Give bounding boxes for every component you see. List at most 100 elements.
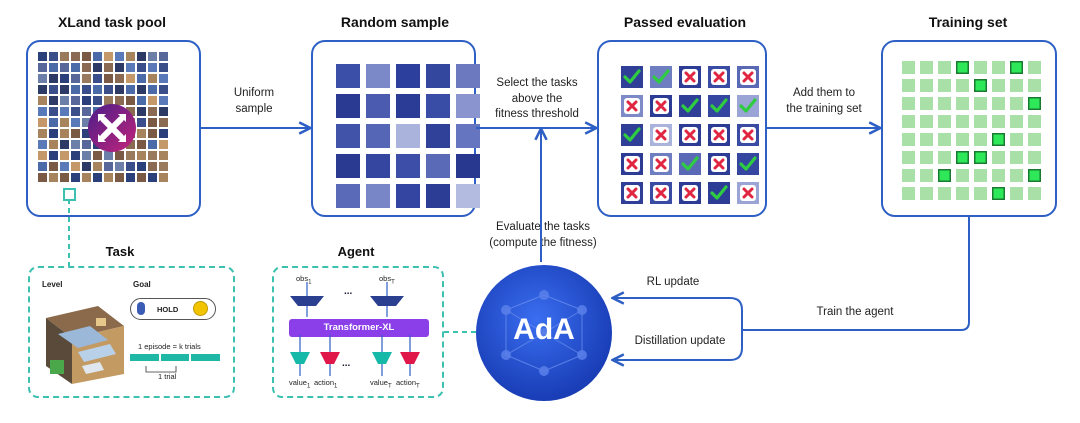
sample-task-cell (396, 184, 420, 208)
training-task-cell (992, 79, 1005, 92)
pool-task-cell (148, 118, 157, 127)
sample-task-cell (426, 64, 450, 88)
pool-task-cell (159, 118, 168, 127)
pool-task-cell (137, 107, 146, 116)
training-task-cell (974, 133, 987, 146)
evaluated-task-cell (679, 182, 701, 204)
task-pool-card (26, 40, 201, 217)
pool-task-cell (38, 162, 47, 171)
rl-update-label: RL update (646, 276, 700, 288)
pool-task-cell (126, 173, 135, 182)
pool-task-cell (82, 151, 91, 160)
training-task-cell (902, 187, 915, 200)
evaluated-task-cell (679, 153, 701, 175)
sample-task-cell (396, 64, 420, 88)
check-icon (650, 66, 672, 93)
sample-task-cell (426, 124, 450, 148)
evaluated-task-cell (679, 124, 701, 146)
pool-task-cell (38, 107, 47, 116)
training-task-cell (992, 151, 1005, 164)
pool-task-cell (93, 162, 102, 171)
added-task-cell (938, 169, 951, 182)
training-task-cell (920, 61, 933, 74)
added-task-cell (992, 187, 1005, 200)
evaluated-task-cell (650, 124, 672, 146)
pool-task-cell (71, 52, 80, 61)
evaluated-task-cell (679, 95, 701, 117)
cross-icon (711, 69, 727, 85)
pool-task-cell (60, 129, 69, 138)
pool-task-cell (115, 96, 124, 105)
pool-task-cell (148, 173, 157, 182)
pool-task-cell (82, 129, 91, 138)
pool-task-cell (60, 63, 69, 72)
added-task-cell (956, 151, 969, 164)
pool-task-cell (126, 96, 135, 105)
rl-update-loop (614, 298, 743, 330)
sample-task-cell (426, 154, 450, 178)
cross-icon (740, 127, 756, 143)
pool-task-cell (148, 151, 157, 160)
cross-icon (653, 127, 669, 143)
training-task-cell (974, 61, 987, 74)
pool-task-cell (148, 96, 157, 105)
cross-icon (682, 185, 698, 201)
pool-task-cell (71, 151, 80, 160)
training-task-cell (956, 79, 969, 92)
training-task-cell (920, 133, 933, 146)
goal-label: Goal (133, 280, 151, 289)
pool-task-cell (148, 63, 157, 72)
cross-icon (682, 69, 698, 85)
training-task-cell (1028, 187, 1041, 200)
agent-title: Agent (337, 244, 375, 259)
pool-task-cell (49, 96, 58, 105)
cross-icon (740, 185, 756, 201)
cross-icon (653, 156, 669, 172)
sample-task-cell (456, 64, 480, 88)
pool-task-cell (104, 151, 113, 160)
training-task-cell (974, 97, 987, 110)
sample-task-cell (366, 64, 390, 88)
pool-task-cell (137, 162, 146, 171)
training-task-cell (956, 97, 969, 110)
pool-task-cell (126, 162, 135, 171)
evaluated-task-cell (737, 153, 759, 175)
pool-task-cell (71, 96, 80, 105)
pool-task-cell (71, 118, 80, 127)
training-task-cell (902, 97, 915, 110)
pool-task-cell (104, 96, 113, 105)
training-task-cell (992, 61, 1005, 74)
training-task-cell (956, 169, 969, 182)
evaluate-tasks-label: Evaluate the tasks(compute the fitness) (489, 221, 597, 249)
sample-task-cell (336, 154, 360, 178)
pool-task-cell (115, 63, 124, 72)
training-task-cell (1028, 79, 1041, 92)
check-icon (679, 153, 701, 180)
pool-task-cell (60, 173, 69, 182)
goal-pill: HOLD (130, 298, 216, 320)
pool-task-cell (126, 151, 135, 160)
evaluated-task-cell (621, 95, 643, 117)
training-task-cell (1028, 115, 1041, 128)
training-task-cell (992, 97, 1005, 110)
pool-task-cell (137, 74, 146, 83)
pool-task-cell (93, 52, 102, 61)
evaluated-task-cell (708, 153, 730, 175)
pool-task-cell (71, 85, 80, 94)
training-task-cell (974, 187, 987, 200)
pool-task-cell (148, 107, 157, 116)
cross-icon (653, 185, 669, 201)
pool-task-cell (38, 140, 47, 149)
obs1-label: obs1 (296, 274, 312, 286)
pool-task-cell (38, 52, 47, 61)
cross-icon (711, 127, 727, 143)
training-task-cell (1010, 97, 1023, 110)
pool-task-cell (60, 118, 69, 127)
pool-task-cell (49, 74, 58, 83)
neural-net-icon (501, 290, 587, 376)
cross-icon (624, 185, 640, 201)
evaluation-grid (621, 66, 759, 204)
training-task-cell (1010, 79, 1023, 92)
training-task-cell (938, 187, 951, 200)
